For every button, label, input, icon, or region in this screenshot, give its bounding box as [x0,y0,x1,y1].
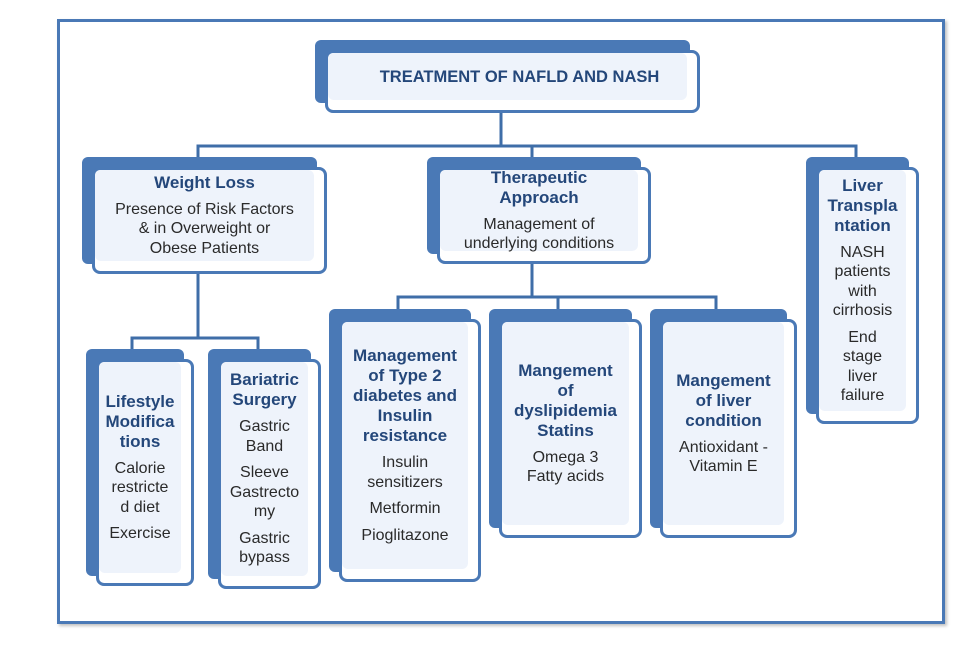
therapeutic-title-line-1: Therapeutic [490,167,588,187]
diabetes-node: Management of Type 2 diabetes and Insuli… [329,309,481,582]
diabetes-item-3-line-1: Pioglitazone [361,526,449,544]
therapeutic-node: Therapeutic Approach Management of under… [427,157,651,264]
diabetes-title-line-1: Management [353,346,457,365]
transplant-item-1-line-4: cirrhosis [832,302,893,319]
lifestyle-item-1-line-3: d diet [120,498,160,516]
transplant-title-line-3: ntation [834,215,891,235]
transplant-item-1-line-1: NASH [840,243,885,261]
diabetes-item-3: Pioglitazone [361,526,448,546]
lifestyle-item-1-line-2: restricte [111,479,169,496]
bariatric-item-3-line-2: bypass [239,549,290,567]
dyslipidemia-title-line-1: Mangement [518,360,613,380]
transplant-item-2-line-2: stage [842,348,883,365]
bariatric-title-line-2: Surgery [232,390,297,410]
transplant-title-line-2: Transpla [827,195,898,215]
diabetes-item-1: Insulin sensitizers [367,453,443,492]
bariatric-item-1: Gastric Band [239,417,290,456]
dyslipidemia-item-1: Omega 3 Fatty acids [527,448,604,487]
diabetes-item-1-line-2: sensitizers [367,473,443,491]
lifestyle-item-1: Calorie restricte d diet [112,459,169,518]
weight-loss-line-3: Obese Patients [149,239,260,257]
bariatric-node: Bariatric Surgery Gastric Band Sleeve Ga… [208,349,321,589]
dyslipidemia-title-line-4: Statins [537,420,594,440]
weight-loss-line-2: & in Overweight or [138,220,271,238]
diabetes-title-line-3: diabetes and [353,386,457,405]
lifestyle-item-1-line-1: Calorie [114,459,166,477]
dyslipidemia-title-line-3: dyslipidemia [514,400,617,420]
liver-condition-item-1: Antioxidant - Vitamin E [679,438,768,477]
lifestyle-title-line-2: Modifica [105,411,175,431]
transplant-title-line-1: Liver [842,175,883,195]
root-node: TREATMENT OF NAFLD AND NASH [315,40,700,113]
liver-condition-item-1-line-1: Antioxidant - [679,438,768,456]
transplant-item-1: NASH patients with cirrhosis [833,243,893,321]
lifestyle-node: Lifestyle Modifica tions Calorie restric… [86,349,194,586]
bariatric-item-2-line-3: my [253,503,276,521]
bariatric-item-1-line-2: Band [245,437,284,455]
liver-condition-title-line-1: Mangement [676,370,771,390]
liver-condition-node: Mangement of liver condition Antioxidant… [650,309,797,538]
bariatric-item-2-line-2: Gastrecto [229,483,300,501]
liver-condition-item-1-line-2: Vitamin E [689,458,758,475]
lifestyle-item-2: Exercise [109,524,170,544]
diabetes-item-2: Metformin [369,499,440,519]
liver-transplant-node: Liver Transpla ntation NASH patients wit… [806,157,919,424]
dyslipidemia-title-line-2: of [557,380,574,400]
transplant-item-1-line-2: patients [834,263,891,280]
diabetes-title-line-2: of Type 2 [368,366,442,385]
lifestyle-item-2-line-1: Exercise [109,525,171,542]
dyslipidemia-item-1-line-2: Fatty acids [526,468,605,485]
bariatric-item-2-line-1: Sleeve [240,464,289,482]
bariatric-item-3: Gastric bypass [239,529,290,568]
bariatric-item-1-line-1: Gastric [239,418,290,436]
bariatric-item-2: Sleeve Gastrecto my [230,463,299,522]
root-title: TREATMENT OF NAFLD AND NASH [379,67,660,86]
diabetes-title-line-4: Insulin [377,406,433,425]
therapeutic-title-line-2: Approach [499,187,579,207]
dyslipidemia-item-1-line-1: Omega 3 [532,448,599,466]
therapeutic-body-line-2: underlying conditions [463,235,615,252]
bariatric-title-line-1: Bariatric [230,370,299,390]
lifestyle-title-line-1: Lifestyle [105,391,175,411]
lifestyle-title-line-3: tions [119,431,161,451]
liver-condition-title-line-3: condition [685,410,762,430]
bariatric-item-3-line-1: Gastric [239,529,290,547]
transplant-item-2-line-4: failure [840,387,885,404]
weight-loss-node: Weight Loss Presence of Risk Factors & i… [82,157,327,274]
transplant-item-2-line-1: End [848,328,877,346]
diabetes-item-2-line-1: Metformin [369,500,441,517]
diabetes-title-line-5: resistance [362,426,448,445]
therapeutic-body-line-1: Management of [483,215,595,233]
diabetes-item-1-line-1: Insulin [381,454,429,471]
dyslipidemia-node: Mangement of dyslipidemia Statins Omega … [489,309,642,538]
transplant-item-1-line-3: with [848,282,877,300]
liver-condition-title-line-2: of liver [695,390,752,410]
weight-loss-line-1: Presence of Risk Factors [115,200,294,218]
weight-loss-title: Weight Loss [154,172,255,192]
transplant-item-2: End stage liver failure [841,328,885,406]
transplant-item-2-line-3: liver [847,367,878,385]
